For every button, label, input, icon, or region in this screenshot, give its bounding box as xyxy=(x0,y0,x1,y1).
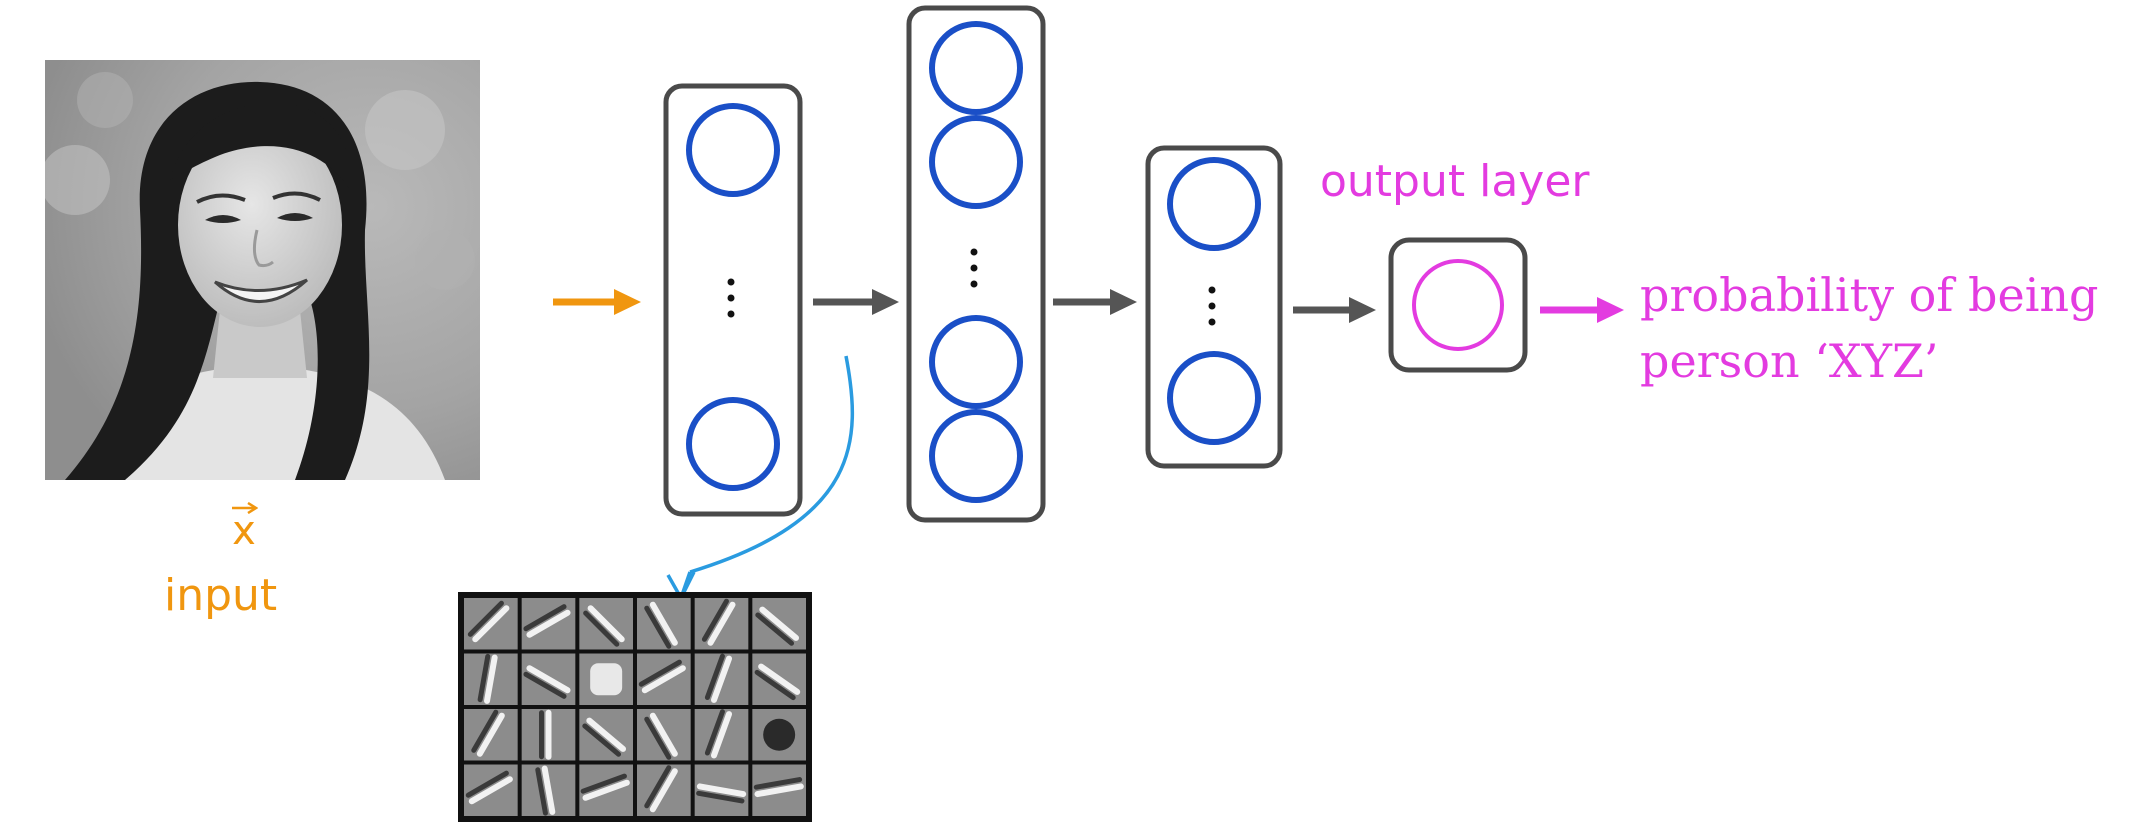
filter-cell xyxy=(521,709,576,761)
layer-2-box xyxy=(906,5,1046,523)
input-label: input xyxy=(164,570,278,621)
filter-cell xyxy=(464,764,518,816)
filter-cell xyxy=(694,764,749,816)
ellipsis-icon xyxy=(727,278,735,318)
filter-cell xyxy=(694,653,749,705)
filter-cell xyxy=(752,653,806,705)
output-layer-label: output layer xyxy=(1320,156,1590,207)
neuron xyxy=(929,315,1023,409)
output-neuron xyxy=(1412,259,1504,351)
output-description-line-2: person ‘XYZ’ xyxy=(1640,334,1939,388)
neuron xyxy=(929,115,1023,209)
filter-cell xyxy=(521,598,576,650)
filter-cell xyxy=(579,598,633,650)
neuron xyxy=(1167,157,1261,251)
neuron xyxy=(686,397,780,491)
ellipsis-icon xyxy=(1208,286,1216,326)
input-vector-letter: x xyxy=(232,508,256,554)
learned-filters-grid xyxy=(458,592,812,822)
filter-cell xyxy=(752,709,806,761)
filter-cell xyxy=(579,709,633,761)
arrow-layer1-to-layer2 xyxy=(813,289,899,315)
vector-arrow-icon xyxy=(232,502,258,514)
output-layer xyxy=(1388,237,1528,373)
output-arrow xyxy=(1540,297,1624,323)
hidden-layer-2 xyxy=(906,5,1046,523)
hidden-layer-3 xyxy=(1145,145,1283,469)
filter-cell xyxy=(637,653,691,705)
neuron xyxy=(929,21,1023,115)
filter-cell xyxy=(521,653,576,705)
filter-cell xyxy=(694,709,749,761)
arrow-layer2-to-layer3 xyxy=(1053,289,1137,315)
filter-cell xyxy=(752,764,806,816)
arrow-layer3-to-output xyxy=(1293,297,1376,323)
input-vector-symbol: x xyxy=(222,502,266,554)
layer-1-box xyxy=(663,83,803,517)
hidden-layer-1 xyxy=(663,83,803,517)
filter-cell xyxy=(464,653,518,705)
input-arrow xyxy=(553,289,641,315)
layer-3-box xyxy=(1145,145,1283,469)
annotation-arrow xyxy=(666,355,855,602)
filter-cell xyxy=(637,709,691,761)
filter-cell xyxy=(521,764,576,816)
ellipsis-icon xyxy=(970,248,978,288)
neuron xyxy=(1167,351,1261,445)
filter-cell xyxy=(694,598,749,650)
face-photo xyxy=(45,60,480,480)
filter-cell xyxy=(637,598,691,650)
neuron xyxy=(686,103,780,197)
output-description-line-1: probability of being xyxy=(1640,268,2099,322)
neuron xyxy=(929,409,1023,503)
output-layer-box xyxy=(1388,237,1528,373)
filter-cell xyxy=(464,598,518,650)
filter-cell xyxy=(637,764,691,816)
filter-cell xyxy=(579,764,633,816)
filter-cell xyxy=(752,598,806,650)
filter-cell xyxy=(579,653,633,705)
filter-cell xyxy=(464,709,518,761)
